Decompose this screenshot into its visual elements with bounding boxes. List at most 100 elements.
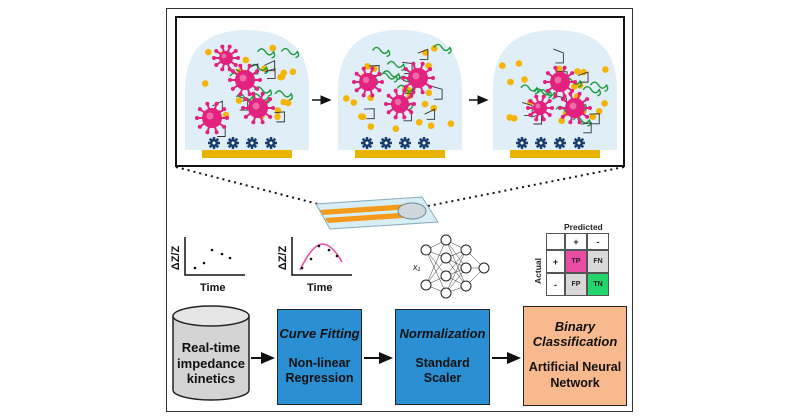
plot2-point bbox=[335, 254, 339, 258]
cm-cell-fp: FP bbox=[565, 273, 587, 296]
receptor-hole bbox=[212, 141, 216, 145]
virus-spike-tip bbox=[243, 114, 248, 119]
virus-spike-tip bbox=[528, 113, 533, 118]
nn-node bbox=[440, 234, 452, 246]
virus-spike-tip bbox=[241, 106, 245, 110]
virus-spike-tip bbox=[562, 94, 567, 99]
gold-nanoparticle bbox=[431, 45, 438, 52]
virus-particle bbox=[352, 66, 384, 98]
classification-title-2: Classification bbox=[532, 334, 618, 350]
aptamer-ligand bbox=[280, 47, 300, 59]
receptor-hole bbox=[269, 141, 273, 145]
normalization-title: Normalization bbox=[399, 325, 486, 341]
receptor-icon bbox=[208, 137, 220, 149]
gold-nanoparticle bbox=[558, 117, 565, 124]
realtime-kinetics-label: Real-time impedance kinetics bbox=[173, 340, 249, 387]
nn-connection bbox=[425, 239, 447, 286]
network-input-label: x₁ bbox=[413, 262, 421, 272]
sensor-chip bbox=[315, 196, 439, 230]
gold-nanoparticle bbox=[507, 78, 514, 86]
aptamer-ligand bbox=[520, 84, 539, 95]
gold-nanoparticle bbox=[602, 66, 609, 73]
cm-col-pos: + bbox=[565, 233, 587, 250]
virus-spike-tip bbox=[214, 130, 219, 135]
gold-electrode bbox=[510, 150, 600, 158]
gold-nanoparticle bbox=[235, 97, 243, 104]
virus-spike-tip bbox=[550, 106, 554, 110]
gold-nanoparticle bbox=[430, 104, 438, 112]
plot2-fit-curve bbox=[299, 243, 343, 271]
virus-spike-tip bbox=[238, 63, 243, 68]
plot1-point bbox=[220, 252, 224, 256]
virus-spike-tip bbox=[412, 102, 416, 106]
virus-spike-tip bbox=[393, 88, 398, 93]
virus-spike-tip bbox=[354, 88, 359, 93]
virus-spike-tip bbox=[251, 91, 256, 96]
virus-particle bbox=[543, 65, 577, 99]
linker-chain bbox=[417, 48, 429, 60]
virus-spike-tip bbox=[534, 94, 539, 99]
virus-spike-tip bbox=[247, 92, 252, 97]
virus-spike-tip bbox=[258, 78, 262, 82]
plot1-point bbox=[202, 261, 206, 265]
virus-spike-tip bbox=[214, 63, 219, 68]
nn-connection bbox=[425, 257, 447, 286]
virus-spike-tip bbox=[255, 69, 260, 74]
virus-spike-tip bbox=[403, 67, 408, 72]
virus-spike-tip bbox=[212, 56, 216, 60]
receptor-icon bbox=[516, 137, 528, 149]
virus-spike-tip bbox=[570, 88, 575, 93]
linker-chain bbox=[581, 122, 592, 134]
linker-chain bbox=[402, 79, 414, 94]
virus-highlight bbox=[569, 102, 577, 110]
virus-spike-tip bbox=[227, 67, 232, 72]
nn-node bbox=[420, 244, 432, 256]
virus-spike-tip bbox=[402, 115, 407, 120]
virus-spike-tip bbox=[403, 84, 408, 89]
classification-title-1: Binary bbox=[554, 319, 596, 335]
gold-nanoparticle bbox=[510, 115, 518, 122]
virus-spike-tip bbox=[541, 117, 546, 122]
virus-spike-tip bbox=[361, 93, 366, 98]
virus-spike-tip bbox=[197, 124, 202, 129]
nn-node bbox=[440, 287, 452, 299]
virus-spike-tip bbox=[377, 88, 382, 93]
virus-spike-tip bbox=[214, 48, 219, 53]
virus-spike-tip bbox=[370, 93, 375, 98]
dome-state-2 bbox=[338, 30, 462, 158]
dome-liquid bbox=[185, 30, 309, 150]
virus-particle bbox=[401, 61, 435, 95]
linker-chain bbox=[401, 61, 413, 75]
receptor-hole bbox=[539, 141, 543, 145]
aptamer-ligand bbox=[433, 43, 452, 55]
virus-highlight bbox=[221, 53, 227, 59]
virus-spike-tip bbox=[386, 93, 391, 98]
virus-particle bbox=[228, 63, 262, 97]
virus-particle bbox=[558, 91, 592, 125]
gold-nanoparticle bbox=[242, 56, 250, 64]
virus-spike-tip bbox=[573, 80, 577, 84]
virus-spike-tip bbox=[402, 88, 407, 93]
virus-spike-tip bbox=[247, 63, 252, 68]
receptor-icon bbox=[361, 137, 373, 149]
receptor-icon bbox=[554, 137, 566, 149]
curve-fitting-title: Curve Fitting bbox=[279, 325, 360, 341]
neural-network-icon bbox=[420, 234, 490, 299]
virus-spike-tip bbox=[230, 86, 235, 91]
virus-spike-tip bbox=[233, 48, 238, 53]
virus-spike-tip bbox=[227, 44, 232, 49]
gold-nanoparticle bbox=[364, 63, 371, 70]
chip-trace-1 bbox=[320, 204, 412, 215]
linker-chain bbox=[553, 48, 564, 64]
linker-chain bbox=[364, 108, 375, 120]
virus-highlight bbox=[412, 72, 420, 80]
virus-spike-tip bbox=[352, 80, 356, 84]
virus-spike-tip bbox=[545, 88, 550, 93]
virus-spike-tip bbox=[560, 97, 565, 102]
receptor-hole bbox=[558, 141, 562, 145]
plot1-xlabel: Time bbox=[200, 282, 226, 294]
cm-corner bbox=[546, 233, 565, 250]
receptor-icon bbox=[380, 137, 392, 149]
virus-highlight bbox=[206, 112, 214, 120]
virus-spike-tip bbox=[361, 66, 366, 71]
